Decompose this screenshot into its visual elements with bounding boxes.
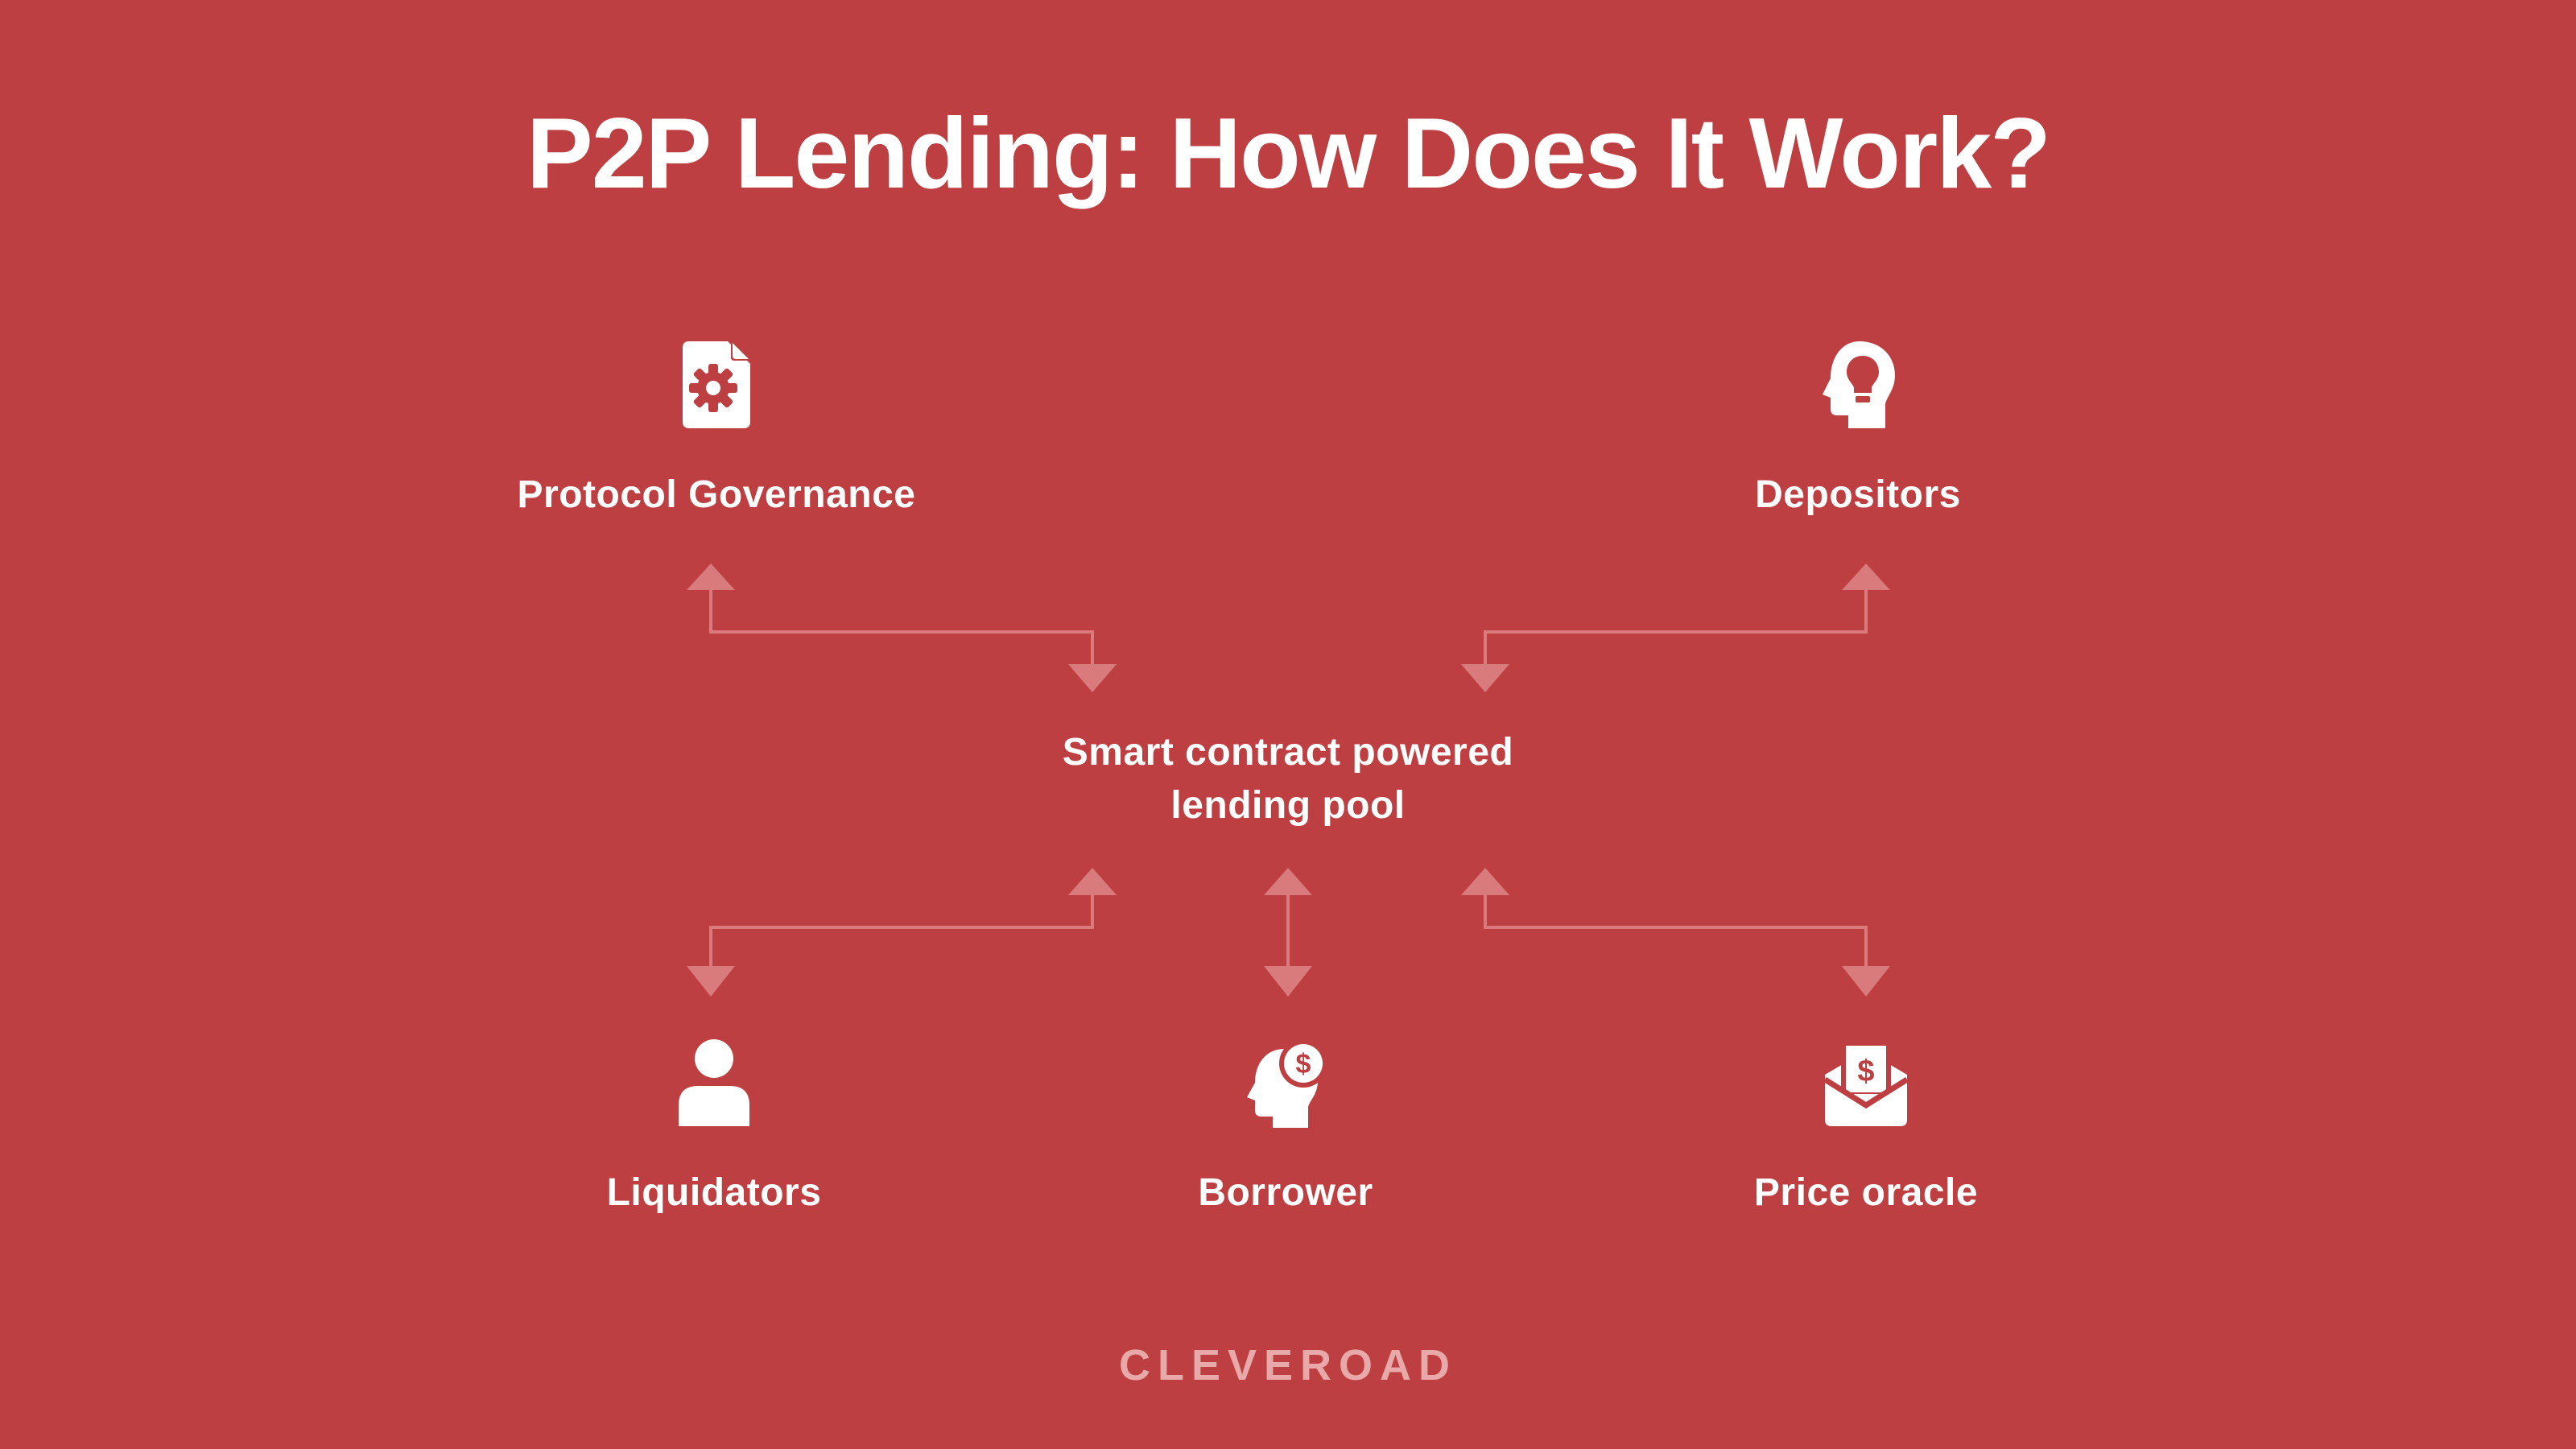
center-line-1: Smart contract powered [1062, 731, 1514, 774]
node-label: Protocol Governance [517, 473, 916, 516]
lending-pool-label: Smart contract powered lending pool [886, 726, 1690, 832]
connector-price-oracle [1484, 895, 1868, 966]
envelope-dollar-icon: $ [1823, 1041, 1909, 1126]
person-icon [679, 1039, 749, 1126]
node-label: Price oracle [1753, 1171, 1979, 1214]
arrow-down-pool-right [1461, 664, 1509, 692]
node-label: Liquidators [606, 1171, 822, 1214]
center-line-2: lending pool [1170, 784, 1406, 827]
svg-text:$: $ [1857, 1055, 1874, 1088]
node-depositors: Depositors [1576, 338, 2140, 517]
brand-logo: CLEVEROAD [1118, 1341, 1458, 1389]
arrow-up-depositors [1842, 564, 1890, 590]
node-label: Depositors [1755, 473, 1961, 516]
node-protocol-governance: Protocol Governance [435, 338, 998, 517]
node-borrower: $ Borrower [1004, 1036, 1567, 1215]
arrow-down-liquidators [687, 966, 735, 997]
connector-depositors [1484, 588, 1868, 664]
arrow-up-pool-right [1461, 868, 1509, 895]
gear-document-icon [683, 340, 752, 428]
arrow-up-governance [687, 564, 735, 590]
node-price-oracle: $ Price oracle [1584, 1036, 2148, 1215]
svg-text:$: $ [1296, 1049, 1311, 1080]
page-title: P2P Lending: How Does It Work? [526, 98, 2051, 209]
head-lightbulb-icon [1823, 341, 1895, 428]
head-dollar-icon: $ [1247, 1039, 1327, 1128]
node-label: Borrower [1198, 1171, 1373, 1214]
arrow-down-borrower [1264, 966, 1312, 997]
arrow-down-price-oracle [1842, 966, 1890, 997]
node-liquidators: Liquidators [432, 1036, 996, 1215]
arrow-up-pool-middle [1264, 868, 1312, 895]
connector-liquidators [709, 895, 1094, 966]
connector-governance [709, 588, 1094, 664]
arrow-down-pool-left [1068, 664, 1117, 692]
arrow-up-pool-left [1068, 868, 1117, 895]
